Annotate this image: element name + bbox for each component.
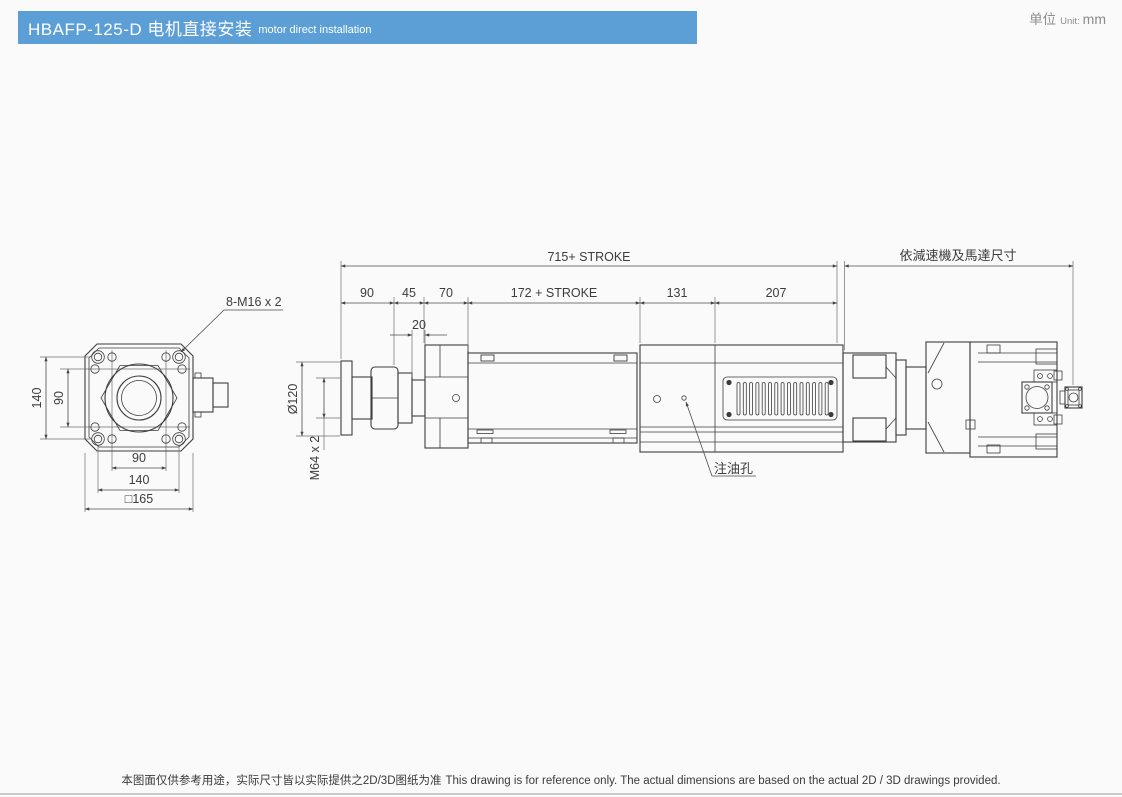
coupling-adapter xyxy=(842,352,927,443)
reference-note-en: This drawing is for reference only. The … xyxy=(445,775,1001,787)
cylinder-tube xyxy=(467,352,638,444)
dim-label-thread: M64 x 2 xyxy=(308,436,322,481)
dim-label-front-square: □165 xyxy=(125,492,153,506)
title-bar: HBAFP-125-D 电机直接安装 motor direct installa… xyxy=(18,11,697,44)
unit-label: 单位 Unit: mm xyxy=(1029,8,1106,28)
title-chinese: 电机直接安装 xyxy=(147,20,253,39)
dim-label-131: 131 xyxy=(667,286,688,300)
oil-hole-label: 注油孔 xyxy=(714,461,753,476)
dim-label-front-140v: 140 xyxy=(30,388,44,409)
title-english: motor direct installation xyxy=(258,23,372,36)
vent-grille xyxy=(722,376,838,421)
corner-bolt-holes xyxy=(91,350,186,446)
dim-label-front-90h: 90 xyxy=(132,451,146,465)
dim-label-stroke: 172 + STROKE xyxy=(511,286,598,300)
connector xyxy=(192,372,229,418)
motor xyxy=(969,341,1083,458)
dim-label-front-140h: 140 xyxy=(129,473,150,487)
dim-label-207: 207 xyxy=(766,286,787,300)
bolt-callout-label: 8-M16 x 2 xyxy=(226,295,282,309)
dim-label-45: 45 xyxy=(402,286,416,300)
m16-holes xyxy=(90,352,187,444)
gearbox xyxy=(925,341,976,454)
front-flange xyxy=(424,344,469,449)
dim-label-20: 20 xyxy=(412,318,426,332)
dim-label-motor: 依減速機及馬達尺寸 xyxy=(899,248,1016,263)
rear-housing xyxy=(639,344,844,453)
model-number: HBAFP-125-D xyxy=(28,20,143,39)
motor-connector xyxy=(1059,386,1083,409)
side-view: 715+ STROKE 依減速機及馬達尺寸 90 45 70 172 + STR… xyxy=(286,248,1083,481)
dim-label-90: 90 xyxy=(360,286,374,300)
dim-label-70: 70 xyxy=(439,286,453,300)
front-view: 140 90 90 140 □165 8-M16 x 2 xyxy=(30,295,283,512)
unit-zh: 单位 xyxy=(1029,12,1057,27)
oil-hole xyxy=(681,395,687,401)
unit-en: Unit: xyxy=(1060,16,1080,27)
page-title: HBAFP-125-D 电机直接安装 xyxy=(28,15,252,40)
dim-label-diameter: Ø120 xyxy=(286,384,300,415)
reference-note-zh: 本图面仅供参考用途，实际尺寸皆以实际提供之2D/3D图纸为准 xyxy=(121,775,442,787)
unit-value: mm xyxy=(1082,11,1106,27)
dim-label-front-90v: 90 xyxy=(52,391,66,405)
bottom-border xyxy=(0,793,1122,795)
dim-label-total: 715+ STROKE xyxy=(547,250,630,264)
